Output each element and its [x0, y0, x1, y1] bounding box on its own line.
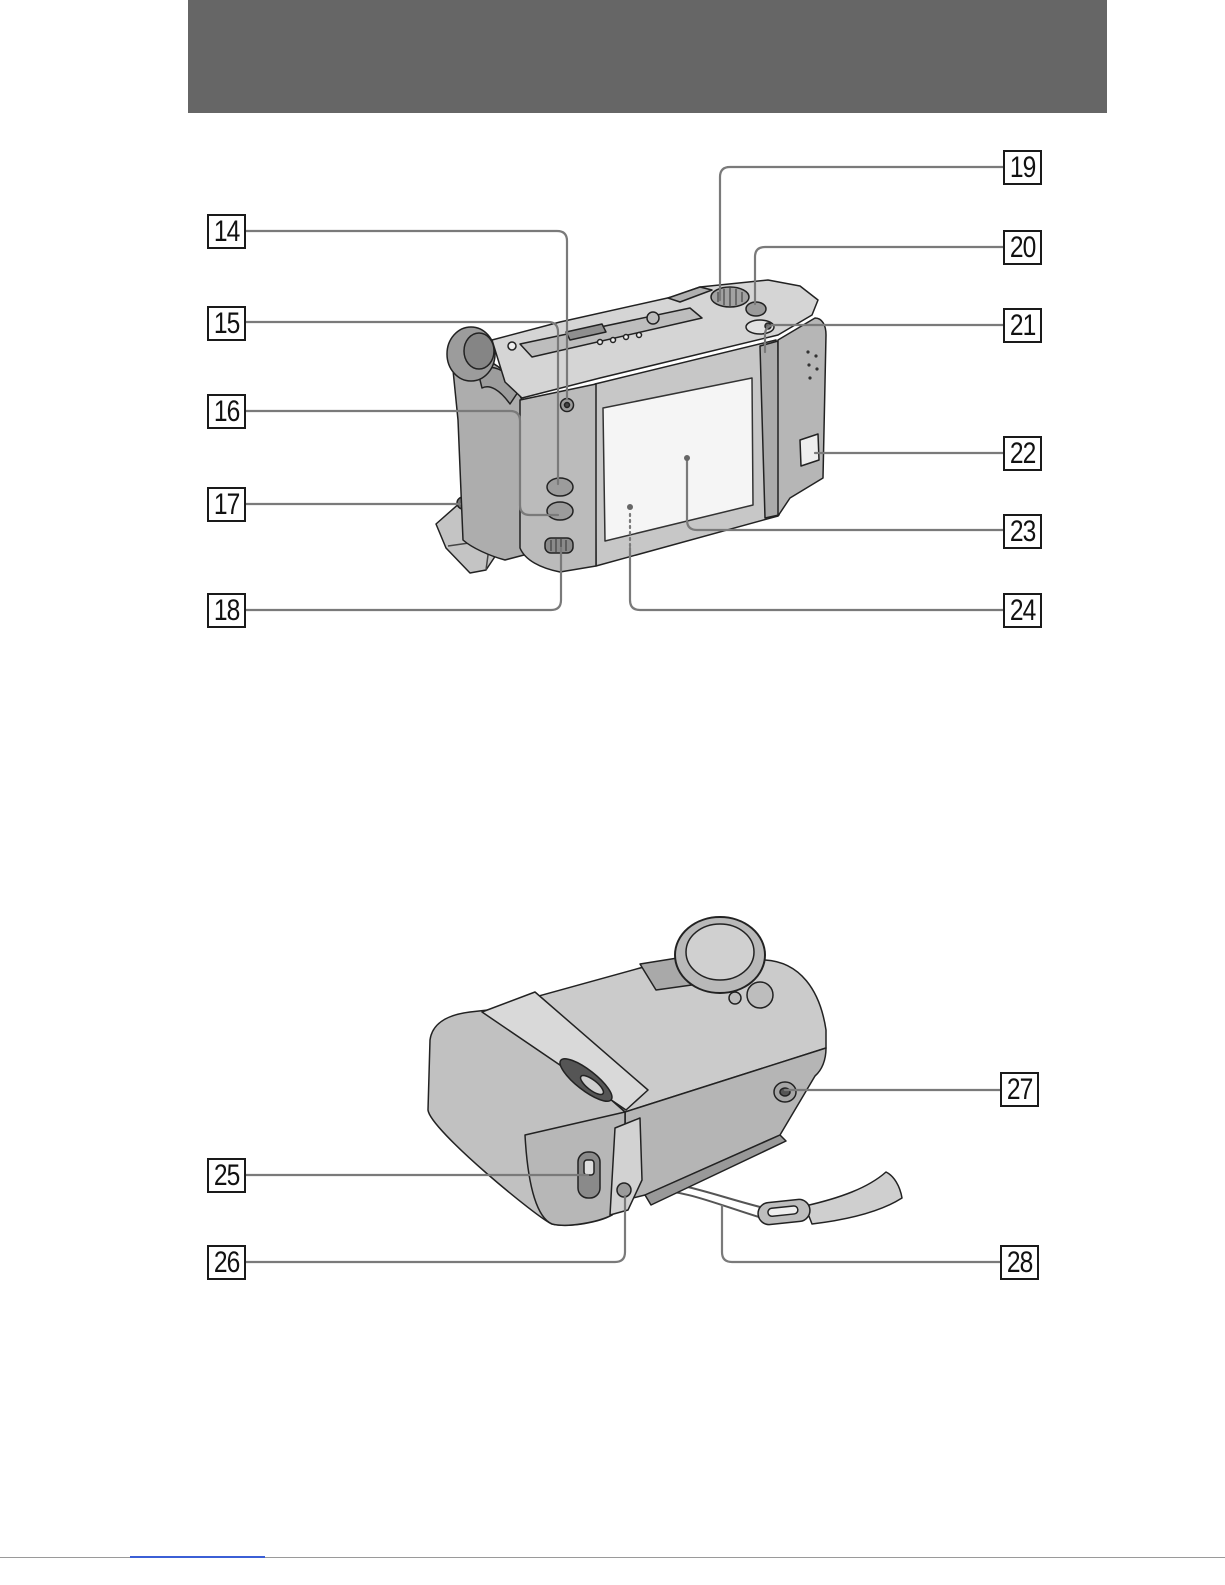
callout-24: 24	[1003, 593, 1042, 628]
callout-22: 22	[1003, 436, 1042, 471]
callout-number: 17	[214, 490, 240, 520]
callout-number: 28	[1007, 1248, 1033, 1278]
lamp-icon	[508, 342, 516, 350]
callout-number: 22	[1010, 439, 1036, 469]
leader-line-24	[630, 548, 1003, 610]
eyepiece-lens	[464, 333, 494, 369]
indicator-dot	[598, 340, 603, 345]
reset-button-center	[565, 403, 570, 408]
callout-number: 16	[214, 397, 240, 427]
battery-cover-switch-knob	[584, 1160, 594, 1175]
side-connector	[800, 434, 819, 466]
callout-15: 15	[207, 306, 246, 341]
callout-25: 25	[207, 1158, 246, 1193]
indicator-dot	[611, 338, 616, 343]
callout-number: 18	[214, 596, 240, 626]
lcd-lower-dot	[627, 504, 633, 510]
top-button	[647, 312, 659, 324]
camera-bottom-view	[428, 917, 902, 1226]
callout-number: 26	[214, 1248, 240, 1278]
right-side	[778, 318, 826, 516]
footer-link[interactable]	[130, 1556, 265, 1558]
callout-14: 14	[207, 214, 246, 249]
wrist-strap	[805, 1172, 902, 1224]
callout-number: 27	[1007, 1075, 1033, 1105]
indicator-dot	[624, 335, 629, 340]
lens-glass	[686, 924, 754, 980]
callout-26: 26	[207, 1245, 246, 1280]
brightness-dial	[545, 538, 573, 553]
lcd-center-dot	[684, 455, 690, 461]
callout-20: 20	[1003, 230, 1042, 265]
callout-16: 16	[207, 394, 246, 429]
callout-28: 28	[1000, 1245, 1039, 1280]
callout-19: 19	[1003, 150, 1042, 185]
callout-number: 21	[1010, 311, 1036, 341]
callout-number: 14	[214, 217, 240, 247]
callout-number: 25	[214, 1161, 240, 1191]
callout-17: 17	[207, 487, 246, 522]
callout-number: 19	[1010, 153, 1036, 183]
callout-number: 20	[1010, 233, 1036, 263]
strap-lug-ring	[617, 1183, 631, 1197]
callout-21: 21	[1003, 308, 1042, 343]
callout-number: 15	[214, 309, 240, 339]
callout-number: 23	[1010, 517, 1036, 547]
panel-button-upper	[547, 478, 573, 496]
indicator-dot	[637, 333, 642, 338]
callout-23: 23	[1003, 514, 1042, 549]
callout-27: 27	[1000, 1072, 1039, 1107]
callout-18: 18	[207, 593, 246, 628]
sensor-window-small	[729, 992, 741, 1004]
callout-number: 24	[1010, 596, 1036, 626]
sensor-window-large	[747, 982, 773, 1008]
panel-button-lower	[547, 502, 573, 520]
